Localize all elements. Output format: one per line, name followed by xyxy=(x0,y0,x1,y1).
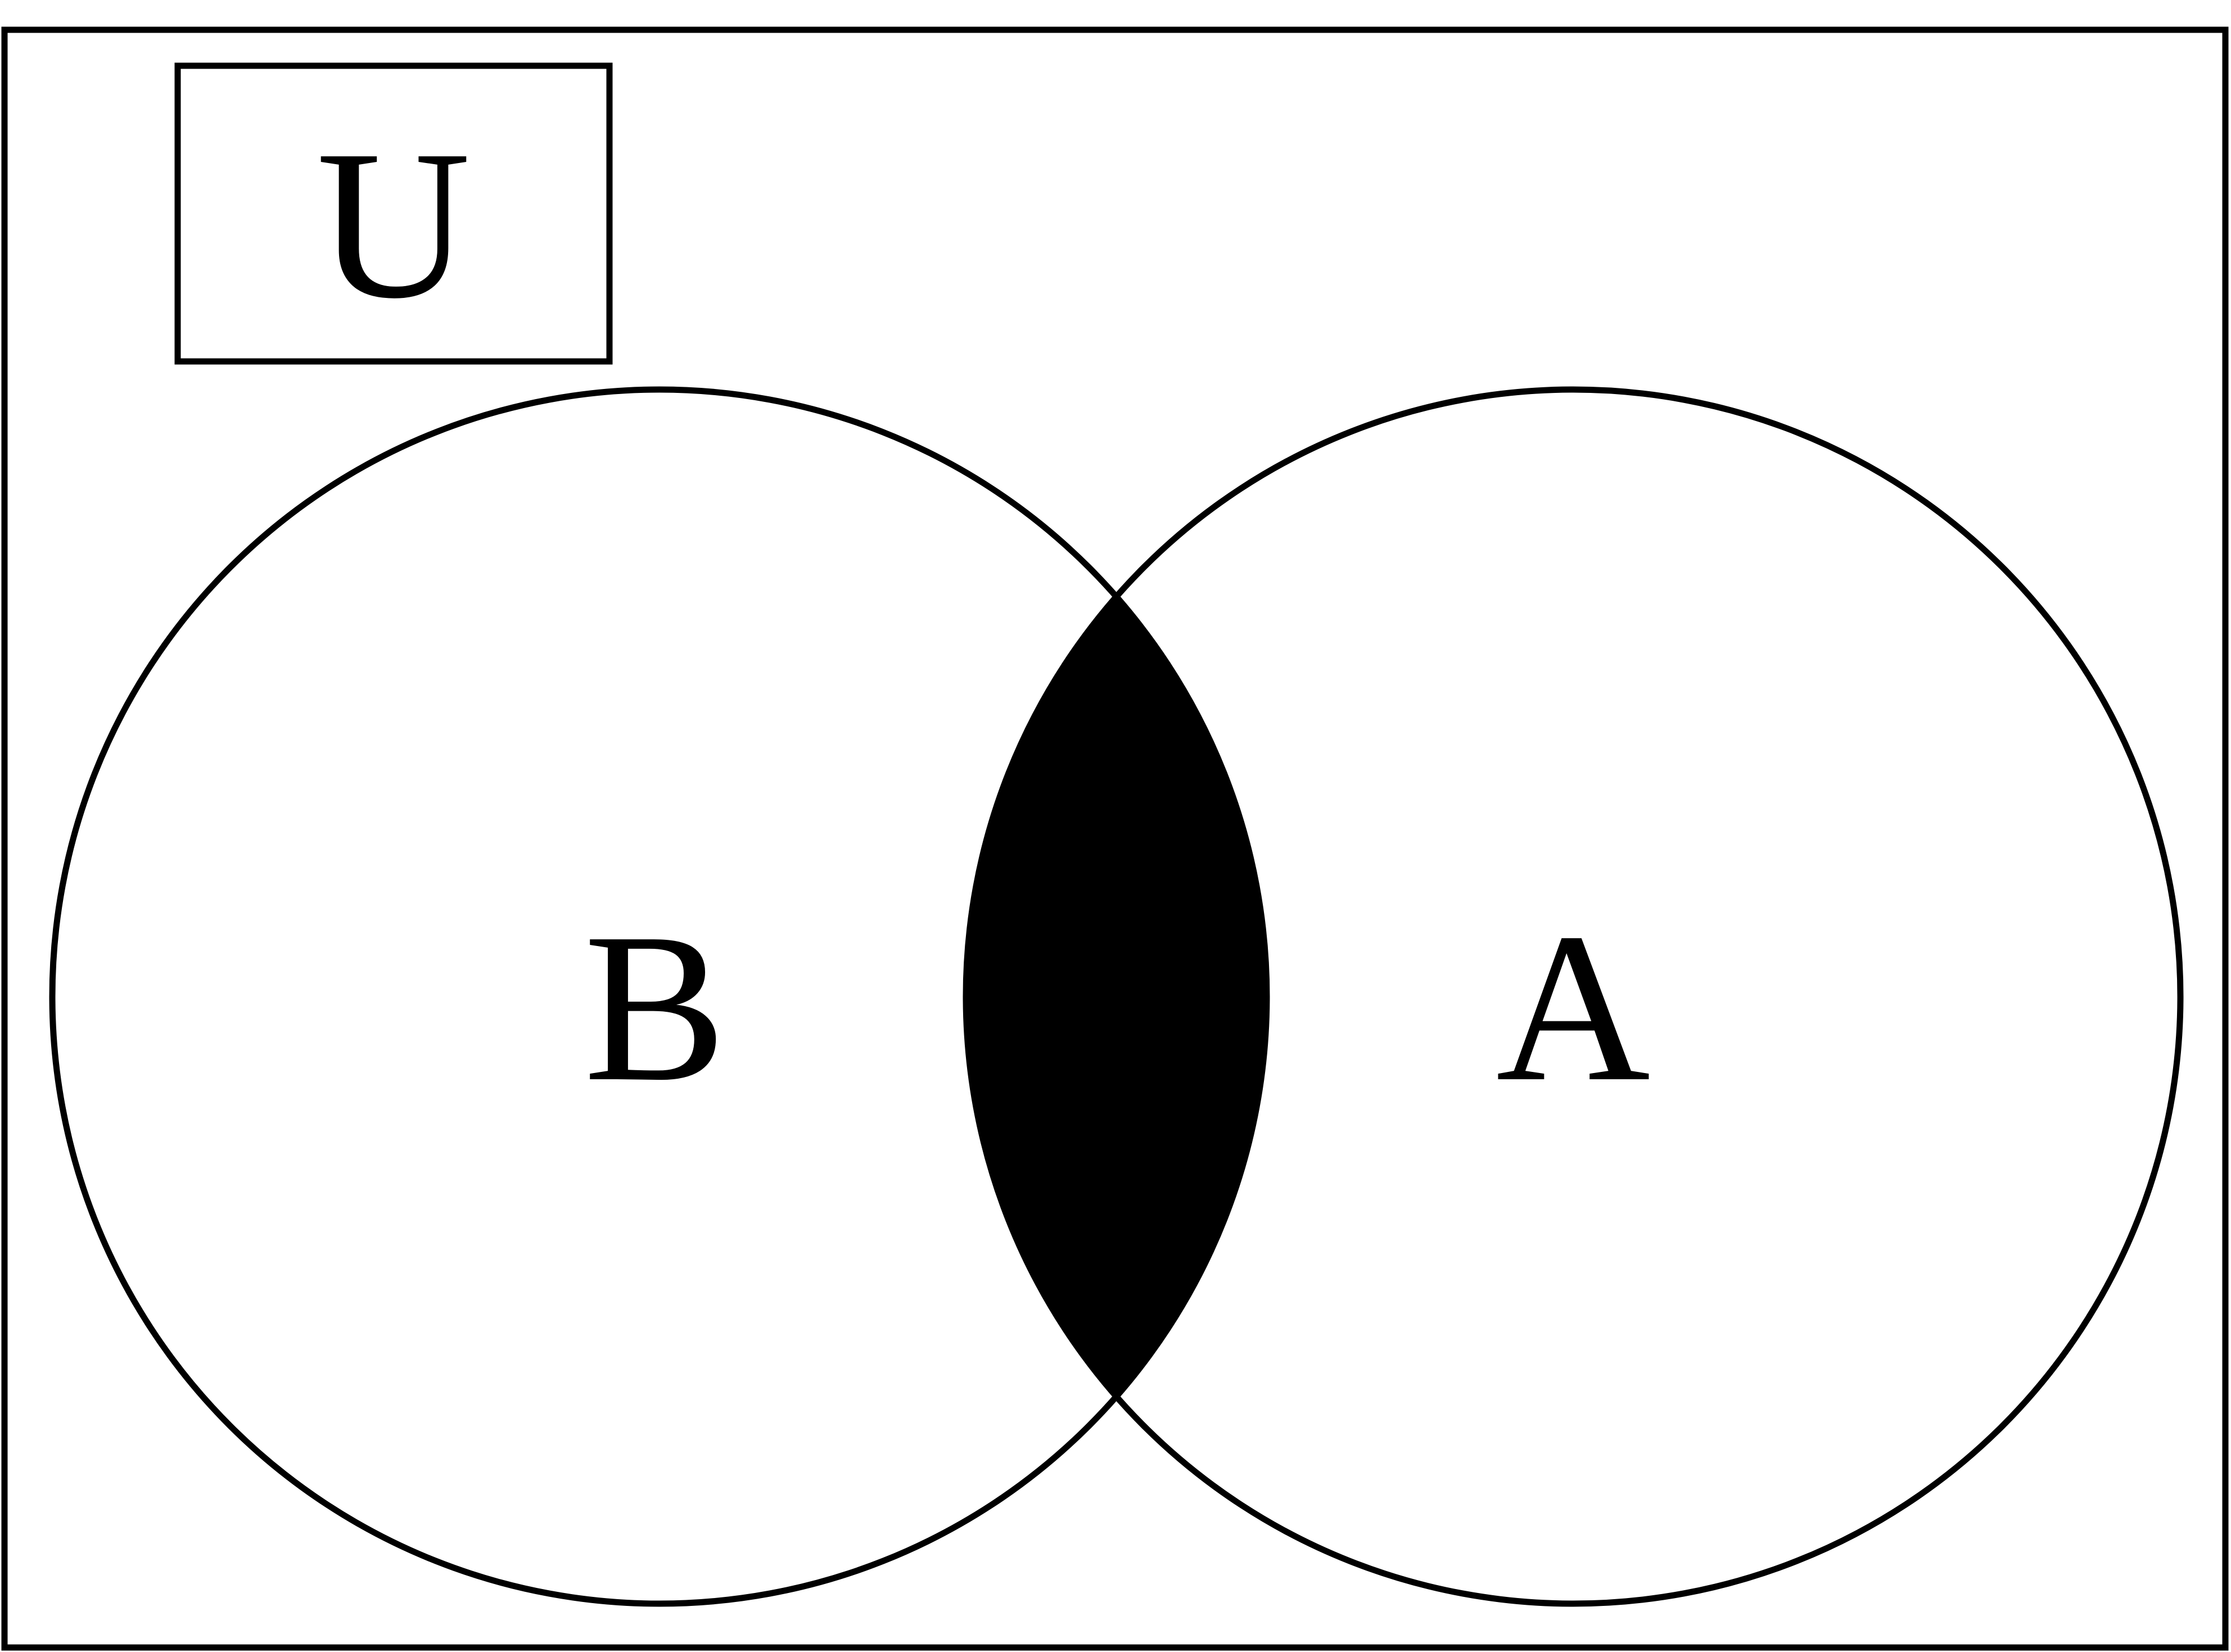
set-b-label: B xyxy=(584,889,726,1126)
universe-label: U xyxy=(317,106,471,343)
set-a-circle xyxy=(963,386,2184,1607)
universe-label-box xyxy=(174,62,613,365)
set-b-circle xyxy=(49,386,1270,1607)
set-a-label: A xyxy=(1496,889,1650,1126)
